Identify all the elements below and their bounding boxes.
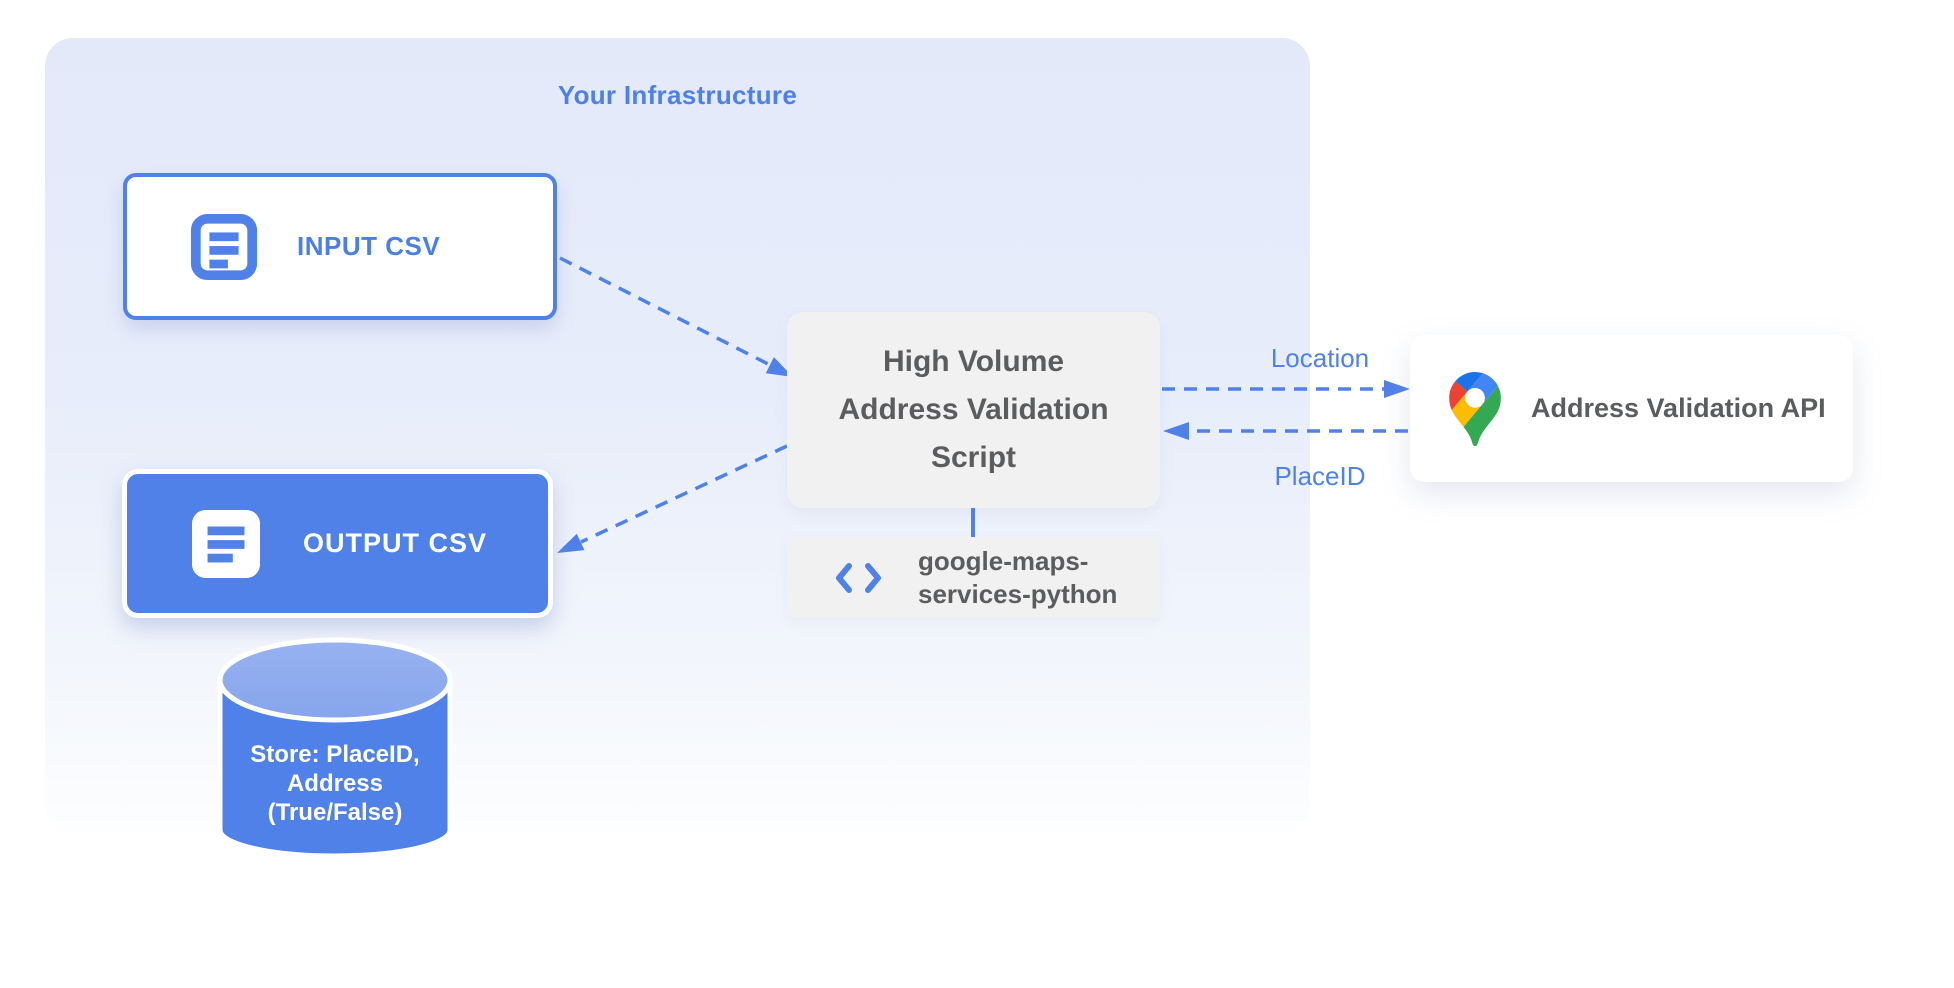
- datastore-label: Store: PlaceID, Address (True/False): [213, 740, 457, 827]
- datastore-line: Address: [286, 770, 384, 797]
- output-csv-node: OUTPUT CSV: [122, 469, 553, 618]
- library-line: services-python: [918, 578, 1118, 609]
- csv-document-icon: [190, 213, 258, 280]
- library-node: google-maps- services-python: [787, 537, 1160, 618]
- script-node: High Volume Address Validation Script: [787, 312, 1160, 508]
- code-icon: [836, 562, 881, 593]
- library-line: google-maps-: [918, 545, 1089, 576]
- google-maps-pin-icon: [1449, 371, 1501, 446]
- datastore-line: (True/False): [267, 799, 403, 826]
- script-line: Script: [930, 441, 1017, 474]
- csv-document-icon: [192, 509, 260, 578]
- script-line: High Volume: [882, 345, 1065, 378]
- infrastructure-label: Your Infrastructure: [557, 80, 798, 110]
- script-line: Address Validation: [838, 393, 1109, 426]
- output-csv-label: OUTPUT CSV: [303, 528, 488, 558]
- database-cylinder-icon: [217, 637, 453, 859]
- location-edge-label: Location: [1270, 343, 1370, 373]
- script-library-connector: [971, 508, 975, 538]
- datastore-line: Store: PlaceID,: [250, 741, 420, 768]
- placeid-edge-label: PlaceID: [1274, 461, 1366, 491]
- api-label: Address Validation API: [1531, 393, 1826, 423]
- input-csv-node: INPUT CSV: [123, 173, 557, 320]
- input-csv-label: INPUT CSV: [297, 231, 441, 261]
- location-arrowhead: [1384, 380, 1410, 398]
- api-node: Address Validation API: [1410, 335, 1853, 482]
